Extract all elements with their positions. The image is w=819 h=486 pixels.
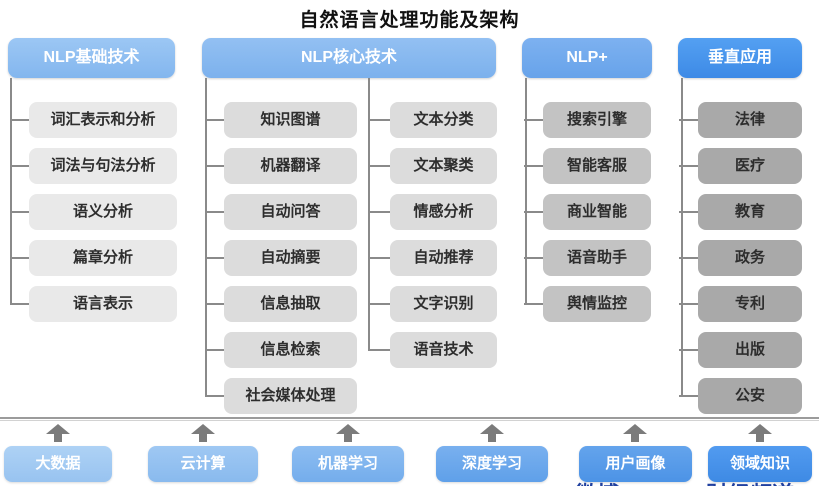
tree-node: 自动问答	[205, 194, 357, 230]
tree-node: 智能客服	[524, 148, 651, 184]
tree-node: 词法与句法分析	[10, 148, 177, 184]
up-arrow-icon	[747, 424, 773, 442]
divider-line	[0, 417, 819, 419]
foundation-box: 深度学习	[436, 446, 548, 482]
up-arrow-icon	[479, 424, 505, 442]
tree-node: 语音助手	[524, 240, 651, 276]
tree-node: 信息抽取	[205, 286, 357, 322]
connector-line	[10, 78, 12, 304]
column-header-nlp-plus: NLP+	[522, 38, 652, 78]
watermark-fragment: 微博	[575, 482, 619, 486]
tree-node: 医疗	[679, 148, 802, 184]
watermark: 微博 财经频道	[575, 477, 819, 486]
tree-node: 出版	[679, 332, 802, 368]
tree-node: 篇章分析	[10, 240, 177, 276]
foundation-box: 领域知识	[708, 446, 812, 482]
tree-node: 语音技术	[368, 332, 497, 368]
connector-line	[681, 78, 683, 396]
foundation-box: 云计算	[148, 446, 258, 482]
connector-line	[368, 78, 370, 350]
tree-node: 公安	[679, 378, 802, 414]
tree-node: 教育	[679, 194, 802, 230]
tree-node: 搜索引擎	[524, 102, 651, 138]
watermark-fragment: 财经频道	[706, 477, 794, 486]
tree-node: 词汇表示和分析	[10, 102, 177, 138]
up-arrow-icon	[622, 424, 648, 442]
tree-node: 专利	[679, 286, 802, 322]
tree-node: 商业智能	[524, 194, 651, 230]
tree-node: 舆情监控	[524, 286, 651, 322]
up-arrow-icon	[190, 424, 216, 442]
column-header-vertical-apps: 垂直应用	[678, 38, 802, 78]
tree-node: 知识图谱	[205, 102, 357, 138]
tree-node: 文本聚类	[368, 148, 497, 184]
up-arrow-icon	[45, 424, 71, 442]
tree-node: 机器翻译	[205, 148, 357, 184]
tree-node: 法律	[679, 102, 802, 138]
tree-node: 语言表示	[10, 286, 177, 322]
foundation-box: 用户画像	[579, 446, 692, 482]
divider-line	[0, 420, 819, 421]
foundation-box: 机器学习	[292, 446, 404, 482]
up-arrow-icon	[335, 424, 361, 442]
tree-node: 社会媒体处理	[205, 378, 357, 414]
tree-node: 自动推荐	[368, 240, 497, 276]
diagram-title: 自然语言处理功能及架构	[299, 10, 520, 31]
connector-line	[205, 78, 207, 396]
tree-node: 文本分类	[368, 102, 497, 138]
tree-node: 文字识别	[368, 286, 497, 322]
tree-node: 政务	[679, 240, 802, 276]
tree-node: 自动摘要	[205, 240, 357, 276]
connector-line	[525, 78, 527, 304]
foundation-box: 大数据	[4, 446, 112, 482]
tree-node: 语义分析	[10, 194, 177, 230]
column-header-nlp-core: NLP核心技术	[202, 38, 496, 78]
column-header-nlp-basics: NLP基础技术	[8, 38, 175, 78]
tree-node: 情感分析	[368, 194, 497, 230]
tree-node: 信息检索	[205, 332, 357, 368]
